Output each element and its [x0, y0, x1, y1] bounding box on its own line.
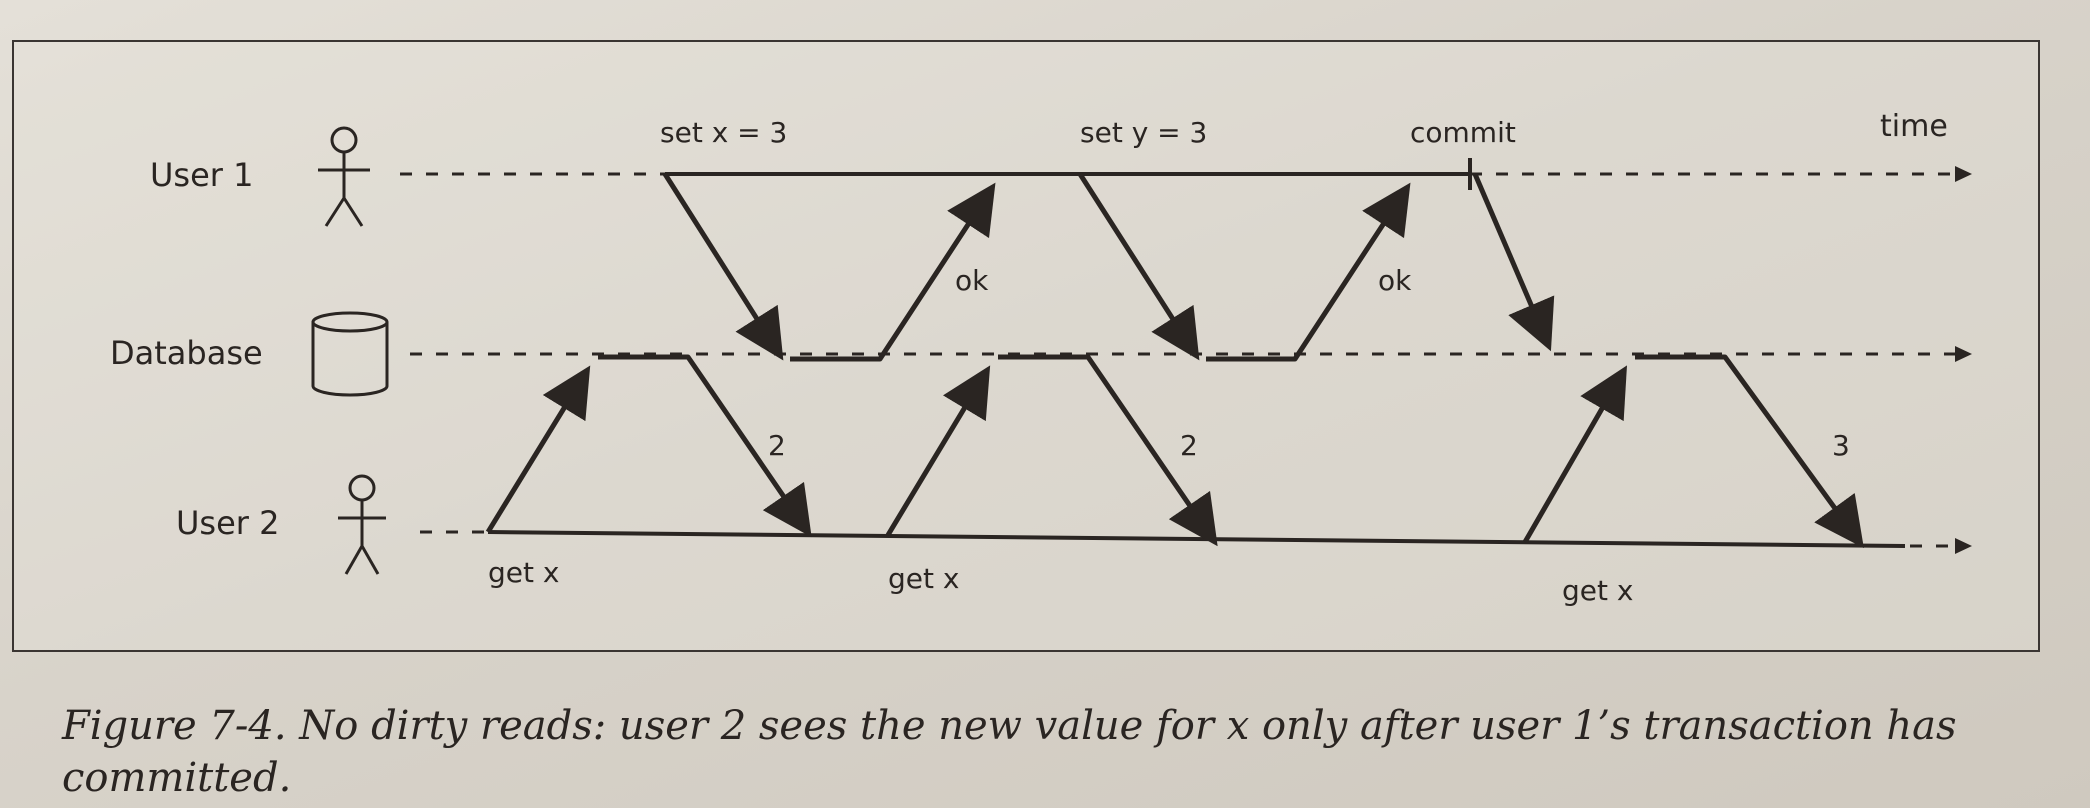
time-label: time: [1880, 109, 1948, 144]
figure-frame: [12, 40, 2040, 652]
op-label-get-x-1: get x: [488, 556, 559, 589]
timeline-user1: [400, 158, 1955, 190]
op-label-set-y: set y = 3: [1080, 116, 1207, 149]
timeline-user1-arrowhead: [1955, 166, 1972, 182]
read-get-x-1-path: [485, 354, 812, 538]
ack-label-1: ok: [955, 264, 989, 297]
ack-label-2: ok: [1378, 264, 1412, 297]
op-label-get-x-2: get x: [888, 562, 959, 595]
user2-stick-figure-icon: [338, 474, 386, 575]
read-get-x-3-path: [1522, 354, 1864, 549]
op-label-get-x-3: get x: [1562, 574, 1633, 607]
figure-caption: Figure 7-4. No dirty reads: user 2 sees …: [62, 703, 1957, 801]
op-label-set-x: set x = 3: [660, 116, 787, 149]
read-result-2: 2: [1180, 429, 1198, 462]
read-result-1: 2: [768, 429, 786, 462]
write-set-x-path: [662, 172, 996, 362]
user1-stick-figure-icon: [318, 126, 370, 227]
database-cylinder-icon: [311, 311, 389, 397]
actor-label-database: Database: [110, 334, 263, 372]
actor-label-user1: User 1: [150, 156, 253, 194]
read-get-x-2-path: [885, 354, 1218, 547]
timeline-user2: [420, 530, 1955, 548]
read-result-3: 3: [1832, 429, 1850, 462]
write-set-y-path: [1077, 172, 1411, 362]
op-label-commit: commit: [1410, 116, 1516, 149]
commit-path: [1472, 173, 1555, 352]
timeline-user2-arrowhead: [1955, 538, 1972, 554]
timeline-database-arrowhead: [1955, 346, 1972, 362]
actor-label-user2: User 2: [176, 504, 279, 542]
